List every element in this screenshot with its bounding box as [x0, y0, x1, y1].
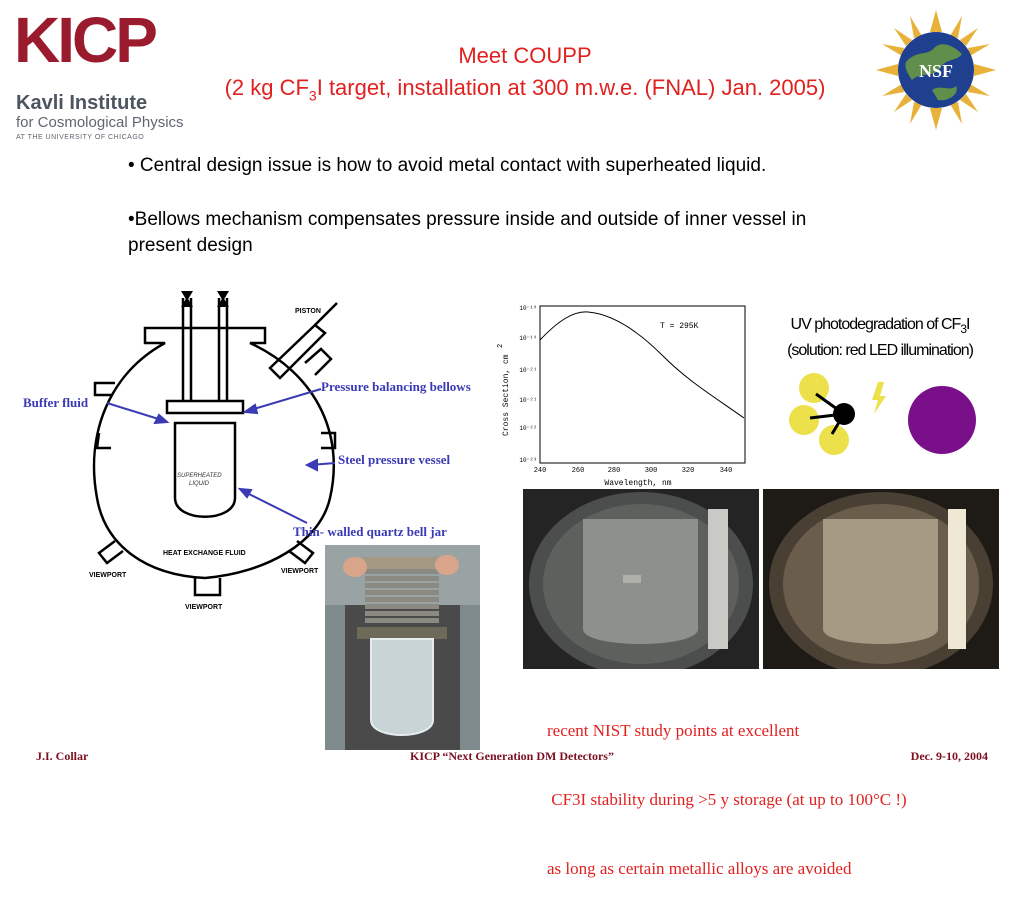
- svg-text:10⁻¹⁹: 10⁻¹⁹: [519, 335, 537, 342]
- svg-text:VIEWPORT: VIEWPORT: [89, 572, 127, 579]
- kavli-institute-text: Kavli Institute: [16, 92, 148, 114]
- footer-event: KICP “Next Generation DM Detectors”: [410, 749, 614, 763]
- uv-photodegradation-panel: UV photodegradation of CF3I (solution: r…: [766, 314, 994, 464]
- svg-text:340: 340: [720, 467, 733, 475]
- nist-line-1: recent NIST study points at excellent: [547, 721, 800, 740]
- svg-text:260: 260: [572, 467, 585, 475]
- svg-text:280: 280: [608, 467, 621, 475]
- svg-text:VIEWPORT: VIEWPORT: [185, 604, 223, 611]
- slide-title: Meet COUPP (2 kg CF3I target, installati…: [160, 40, 890, 111]
- svg-text:2: 2: [497, 344, 505, 348]
- svg-text:Pressure balancing bellows: Pressure balancing bellows: [321, 379, 471, 394]
- uv-subtitle: (solution: red LED illumination): [787, 342, 974, 360]
- uv-title: UV photodegradation of CF3I: [790, 316, 971, 337]
- svg-text:HEAT EXCHANGE FLUID: HEAT EXCHANGE FLUID: [163, 550, 246, 557]
- title-line-1: Meet COUPP: [458, 43, 592, 68]
- kicp-logo-mark: KICP: [14, 4, 158, 76]
- cross-section-graph: T = 295K 10⁻¹⁸ 10⁻¹⁹ 10⁻²¹ 10⁻²¹ 10⁻²² 1…: [488, 296, 750, 490]
- footer-date: Dec. 9-10, 2004: [910, 749, 988, 763]
- nist-line-2: CF3I stability during >5 y storage (at u…: [547, 790, 907, 809]
- svg-text:320: 320: [682, 467, 695, 475]
- svg-text:Thin- walled quartz bell jar: Thin- walled quartz bell jar: [293, 524, 447, 539]
- svg-text:10⁻²¹: 10⁻²¹: [519, 367, 537, 374]
- svg-text:Steel pressure vessel: Steel pressure vessel: [338, 452, 451, 467]
- svg-text:VIEWPORT: VIEWPORT: [281, 568, 319, 575]
- svg-text:PISTON: PISTON: [295, 308, 321, 315]
- bullet-1: • Central design issue is how to avoid m…: [128, 155, 767, 176]
- svg-text:10⁻²¹: 10⁻²¹: [519, 397, 537, 404]
- svg-text:10⁻¹⁸: 10⁻¹⁸: [519, 305, 537, 312]
- svg-text:SUPERHEATED: SUPERHEATED: [177, 473, 222, 479]
- svg-text:Buffer fluid: Buffer fluid: [23, 395, 89, 410]
- svg-text:NSF: NSF: [919, 61, 953, 81]
- svg-text:300: 300: [645, 467, 658, 475]
- coupp-vessel-diagram: Buffer fluid Pressure balancing bellows …: [15, 283, 500, 618]
- nist-line-3: as long as certain metallic alloys are a…: [547, 859, 852, 878]
- nist-note: recent NIST study points at excellent CF…: [547, 673, 907, 903]
- kicp-logo: KICP Kavli Institute for Cosmological Ph…: [14, 4, 214, 141]
- svg-text:240: 240: [534, 467, 547, 475]
- university-of-chicago-text: AT THE UNIVERSITY OF CHICAGO: [16, 134, 145, 141]
- svg-text:Wavelength, nm: Wavelength, nm: [604, 479, 671, 488]
- cosmological-physics-text: for Cosmological Physics: [16, 114, 184, 131]
- svg-text:10⁻²²: 10⁻²²: [519, 425, 537, 432]
- svg-text:10⁻²³: 10⁻²³: [519, 457, 537, 464]
- nsf-logo: NSF: [876, 10, 996, 130]
- bullet-2: •Bellows mechanism compensates pressure …: [128, 209, 807, 256]
- svg-text:LIQUID: LIQUID: [189, 481, 210, 487]
- footer-author: J.I. Collar: [36, 749, 89, 763]
- svg-text:Cross Section, cm: Cross Section, cm: [502, 354, 511, 436]
- svg-text:T = 295K: T = 295K: [660, 322, 699, 331]
- bubble-chamber-camera-images: [523, 489, 999, 676]
- title-line-2: (2 kg CF3I target, installation at 300 m…: [224, 75, 826, 104]
- bellows-photo: [325, 545, 480, 750]
